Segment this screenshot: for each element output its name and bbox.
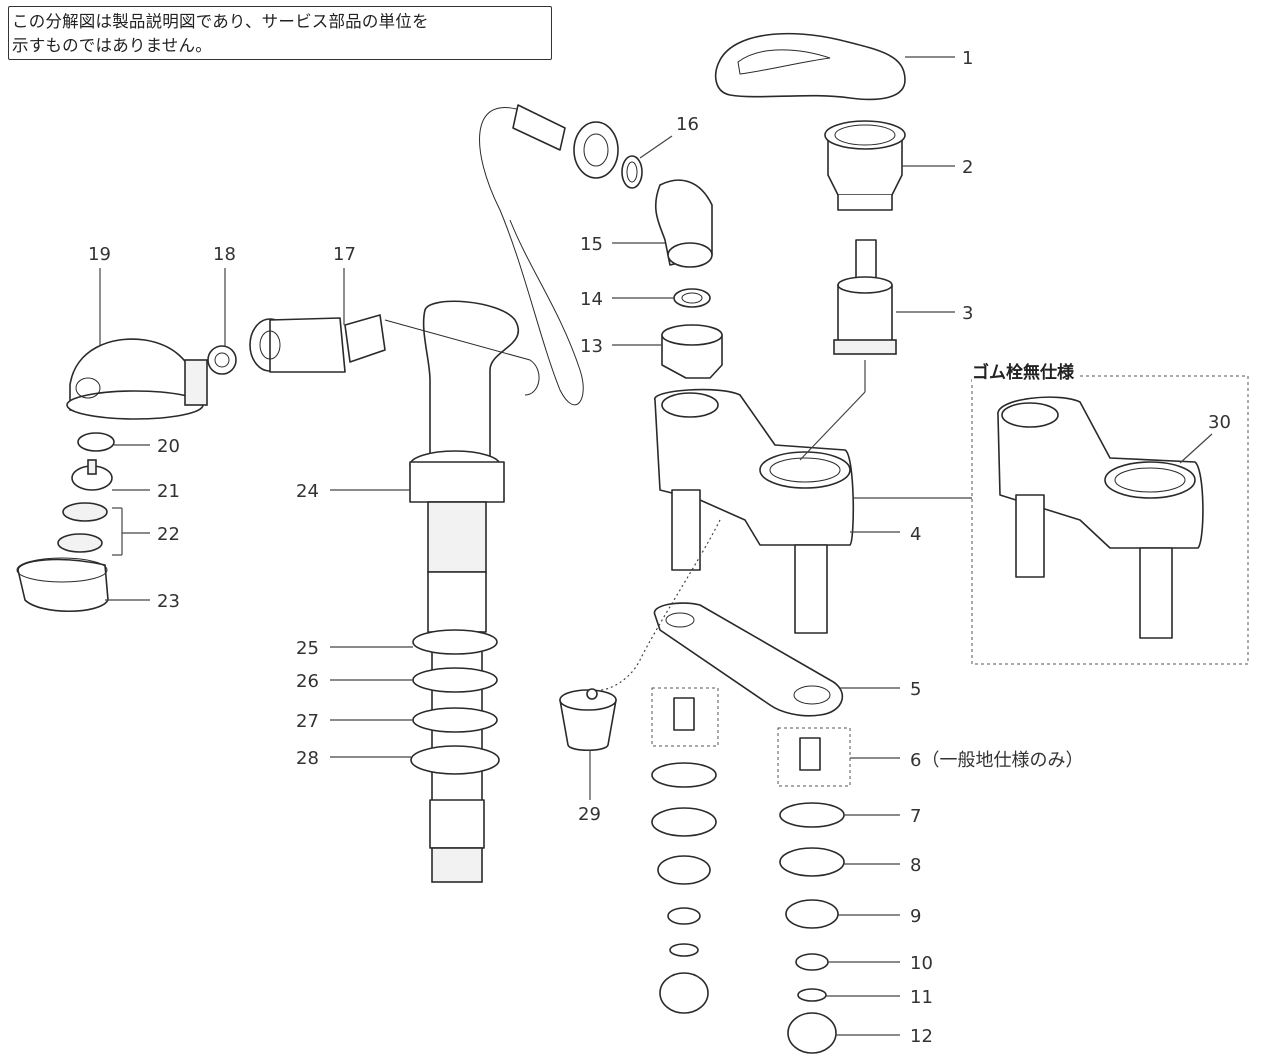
- label-part-30: 30: [1208, 412, 1231, 433]
- label-part-24: 24: [296, 481, 319, 502]
- label-part-15: 15: [580, 234, 603, 255]
- label-part-1: 1: [962, 48, 973, 69]
- part-9-nut: [785, 899, 839, 929]
- part-22-mesh-screen-2: [57, 533, 103, 553]
- plate-hole-1: [665, 612, 695, 628]
- hose-end: [512, 104, 566, 151]
- left-washer: [651, 762, 717, 788]
- part-30-body-no-plug: [997, 396, 1204, 639]
- label-part-2: 2: [962, 157, 973, 178]
- label-part-16: 16: [676, 114, 699, 135]
- label-part-18: 18: [213, 244, 236, 265]
- part-1-lever-handle: [714, 32, 906, 101]
- part-24-spout-body: [409, 300, 519, 883]
- part-2-cap-nut: [824, 120, 906, 211]
- rubber-plug-free-inset-frame: [971, 375, 1249, 665]
- label-part-3: 3: [962, 303, 973, 324]
- left-toothed-washer: [651, 807, 717, 837]
- part-22-mesh-screen-1: [62, 502, 108, 522]
- label-part-11: 11: [910, 987, 933, 1008]
- label-part-14: 14: [580, 289, 603, 310]
- part-26-washer: [412, 667, 498, 693]
- label-part-27: 27: [296, 711, 319, 732]
- label-part-17: 17: [333, 244, 356, 265]
- part-7-washer: [779, 802, 845, 828]
- part-29-rubber-plug: [559, 688, 617, 752]
- label-part-29: 29: [578, 804, 601, 825]
- part-3-cartridge: [833, 239, 897, 355]
- right-fitting-dashed-box: [777, 727, 851, 787]
- inset-title: ゴム栓無仕様: [972, 358, 1078, 383]
- label-part-26: 26: [296, 671, 319, 692]
- label-part-21: 21: [157, 481, 180, 502]
- label-part-10: 10: [910, 953, 933, 974]
- left-nut: [657, 855, 711, 885]
- part-5-mounting-plate: [653, 602, 844, 717]
- label-part-25: 25: [296, 638, 319, 659]
- label-part-22: 22: [157, 524, 180, 545]
- hose-outline: [479, 107, 584, 406]
- disclaimer-notice: この分解図は製品説明図であり、サービス部品の単位を 示すものではありません。: [8, 6, 552, 60]
- part-18-strainer: [207, 345, 237, 375]
- left-ring: [667, 907, 701, 925]
- part-16-o-ring: [621, 155, 643, 189]
- part-27-washer: [412, 707, 498, 733]
- left-check-valve: [673, 697, 695, 731]
- part-6-check-valve: [799, 737, 821, 771]
- label-part-6: 6（一般地仕様のみ）: [910, 750, 1083, 771]
- label-part-23: 23: [157, 591, 180, 612]
- label-part-4: 4: [910, 524, 921, 545]
- left-fitting-dashed-box: [651, 687, 719, 747]
- part-13-adapter: [661, 324, 723, 379]
- plug-chain: [599, 519, 721, 691]
- part-8-toothed-washer: [779, 847, 845, 877]
- disclaimer-line-2: 示すものではありません。: [12, 36, 212, 55]
- part-28-lock-nut: [410, 745, 500, 775]
- left-o-ring: [669, 943, 699, 957]
- leader-lines: [99, 56, 1213, 1036]
- plate-hole-2: [793, 685, 831, 705]
- label-part-28: 28: [296, 748, 319, 769]
- part-23-aerator-cap: [16, 557, 109, 613]
- part-14-ring: [673, 288, 711, 308]
- label-part-19: 19: [88, 244, 111, 265]
- hose-nut: [573, 121, 619, 179]
- part-19-spray-head: [66, 338, 208, 420]
- part-21-aerator: [71, 459, 113, 491]
- spout-tube: [384, 319, 540, 396]
- left-cap-nut: [659, 972, 709, 1014]
- label-part-5: 5: [910, 679, 921, 700]
- label-part-13: 13: [580, 336, 603, 357]
- part-20-washer: [77, 432, 115, 452]
- part-12-cap-nut: [787, 1012, 837, 1054]
- label-part-9: 9: [910, 906, 921, 927]
- part-15-elbow: [655, 179, 713, 268]
- part-4-faucet-body: [654, 388, 855, 634]
- disclaimer-line-1: この分解図は製品説明図であり、サービス部品の単位を: [12, 12, 429, 31]
- part-17-hose-connector: [249, 314, 386, 373]
- label-part-8: 8: [910, 855, 921, 876]
- part-10-ring: [795, 953, 829, 971]
- label-part-12: 12: [910, 1026, 933, 1047]
- part-11-o-ring: [797, 988, 827, 1002]
- part-25-washer: [412, 629, 498, 655]
- label-part-20: 20: [157, 436, 180, 457]
- label-part-7: 7: [910, 806, 921, 827]
